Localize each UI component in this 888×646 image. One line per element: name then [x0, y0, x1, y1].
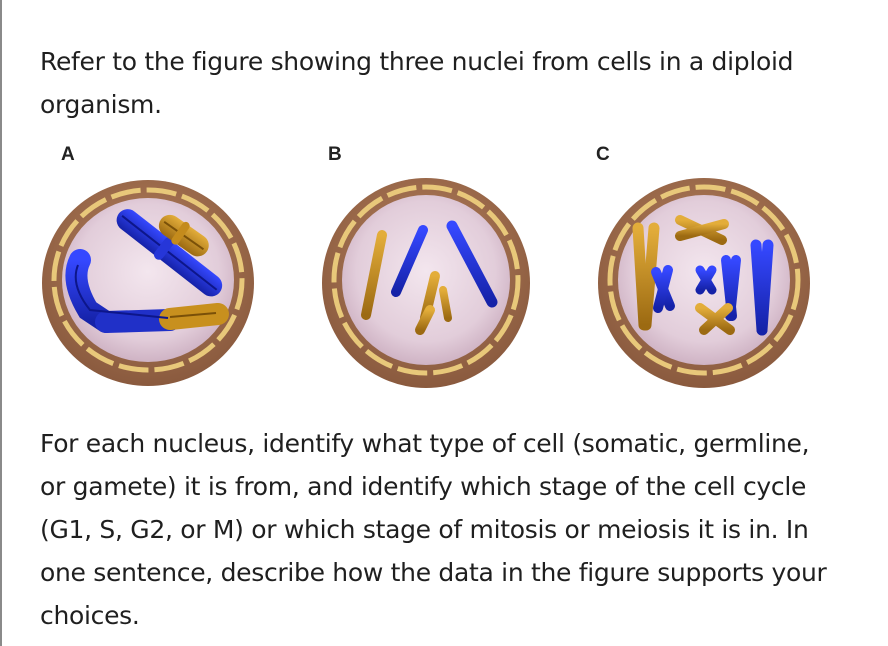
chromosome-gold-x-bottom [695, 303, 735, 335]
chromosome-blue-long [116, 209, 223, 297]
chromosome-gold-3 [415, 305, 435, 335]
question-intro: Refer to the figure showing three nuclei… [40, 47, 794, 119]
chromosome-blue-2 [446, 220, 498, 308]
nucleus-c [598, 178, 810, 388]
chromosome-blue-1 [391, 225, 428, 297]
nucleus-a [42, 180, 254, 386]
chromosome-blue-x-small [695, 265, 717, 295]
chromosome-gold-4 [439, 286, 452, 322]
panel-label-c: C [596, 144, 610, 165]
chromosome-gold-short [158, 214, 209, 257]
nucleus-b [322, 178, 530, 388]
nuclei-illustration [42, 178, 810, 388]
panel-label-a: A [61, 144, 75, 165]
chromosome-gold-x-long [632, 222, 660, 331]
chromosome-blue-x-long [750, 239, 774, 336]
nuclei-figure: A B C [40, 140, 820, 410]
chromosome-gold-1 [361, 230, 387, 320]
chromosome-blue-x-short [651, 265, 675, 313]
question-prompt: For each nucleus, identify what type of … [40, 429, 827, 630]
left-border [0, 0, 2, 646]
chromosome-blue-bent [65, 249, 229, 333]
panel-label-b: B [328, 144, 342, 165]
chromosome-gold-x-top [675, 215, 729, 245]
